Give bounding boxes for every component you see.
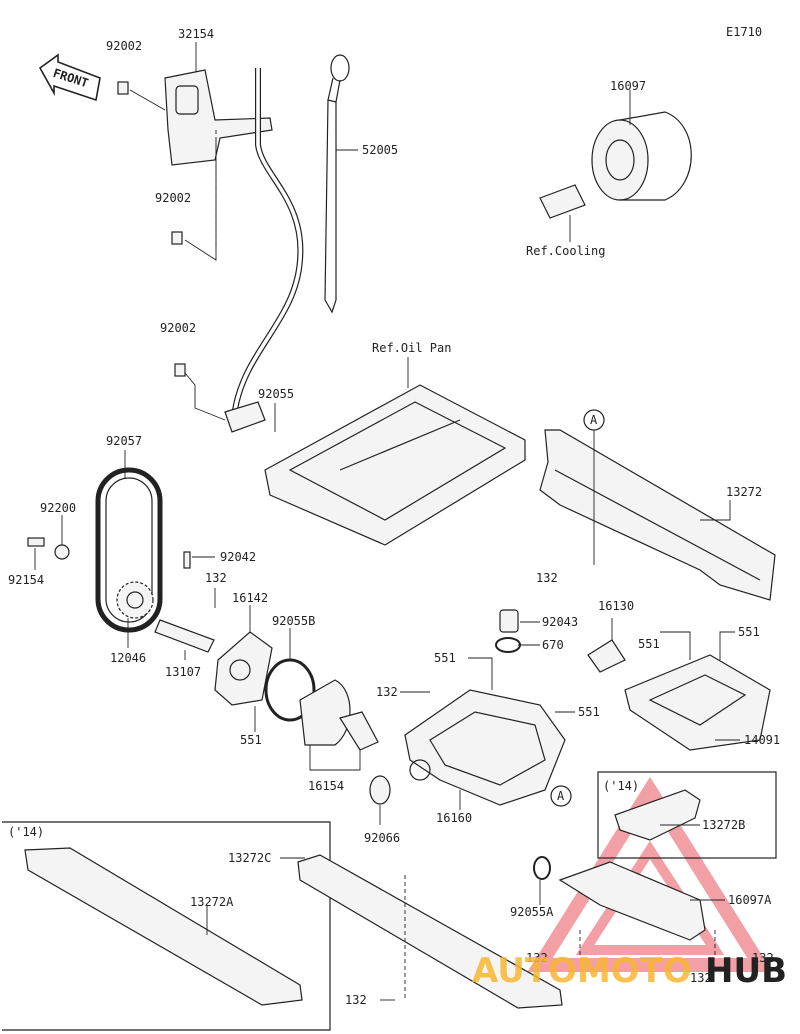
pump-body-16160 xyxy=(404,689,566,806)
label-92057: 92057 xyxy=(106,434,142,448)
baffle-plate-13272 xyxy=(539,429,776,601)
front-arrow-icon xyxy=(38,53,101,102)
dipstick-tube xyxy=(224,68,304,433)
label-16154: 16154 xyxy=(308,779,344,793)
label-92002: 92002 xyxy=(106,39,142,53)
label-13272B: 13272B xyxy=(702,818,745,832)
oil-pan xyxy=(264,384,526,546)
label-16097A: 16097A xyxy=(728,893,772,907)
label-12046: 12046 xyxy=(110,651,146,665)
label-92055A: 92055A xyxy=(510,905,554,919)
bolt-icon xyxy=(117,81,186,377)
label-14091: 14091 xyxy=(744,733,780,747)
label-92055: 92055 xyxy=(258,387,294,401)
label-13272: 13272 xyxy=(726,485,762,499)
diagram-code: E1710 xyxy=(726,25,762,39)
label-92200: 92200 xyxy=(40,501,76,515)
label-132: 132 xyxy=(376,685,398,699)
label-551: 551 xyxy=(738,625,760,639)
label-32154: 32154 xyxy=(178,27,214,41)
label-92002: 92002 xyxy=(160,321,196,335)
label-16097: 16097 xyxy=(610,79,646,93)
label-92055B: 92055B xyxy=(272,614,315,628)
rotor-16154 xyxy=(299,679,379,751)
pipe-16097A xyxy=(533,856,706,941)
label-16130: 16130 xyxy=(598,599,634,613)
label-year-note: ('14) xyxy=(8,825,44,839)
label-132: 132 xyxy=(536,571,558,585)
label-13272C: 13272C xyxy=(228,851,271,865)
sleeve-92043 xyxy=(499,609,519,633)
oring-670 xyxy=(495,637,521,653)
callout-a-circle xyxy=(550,785,572,807)
valve-16130 xyxy=(587,639,626,673)
label-year-note: ('14) xyxy=(603,779,639,793)
baffle-13272B-box xyxy=(597,771,777,859)
label-132: 132 xyxy=(345,993,367,1007)
label-132: 132 xyxy=(690,971,712,985)
label-13107: 13107 xyxy=(165,665,201,679)
label-670: 670 xyxy=(542,638,564,652)
bolt-92154 xyxy=(27,537,45,547)
leader-lines xyxy=(34,42,740,1001)
baffle-13272C xyxy=(297,854,563,1009)
chain-92057 xyxy=(95,467,163,633)
label-132: 132 xyxy=(752,951,774,965)
label-92066: 92066 xyxy=(364,831,400,845)
label-92154: 92154 xyxy=(8,573,44,587)
label-551: 551 xyxy=(578,705,600,719)
label-13272A: 13272A xyxy=(190,895,234,909)
label-551: 551 xyxy=(240,733,262,747)
label-16142: 16142 xyxy=(232,591,268,605)
pump-cover-16142 xyxy=(214,631,273,706)
label-ref-cooling: Ref.Cooling xyxy=(526,244,605,258)
strainer-92066 xyxy=(369,775,391,805)
bracket-32154 xyxy=(164,69,273,166)
watermark-text-part1: AUTOMOTO xyxy=(472,951,692,991)
label-132: 132 xyxy=(526,951,548,965)
sprocket-12046 xyxy=(116,581,154,619)
label-ref-oil-pan: Ref.Oil Pan xyxy=(372,341,451,355)
callout-a: A xyxy=(590,413,598,427)
label-92042: 92042 xyxy=(220,550,256,564)
oil-filter-16097 xyxy=(539,111,692,219)
label-16160: 16160 xyxy=(436,811,472,825)
shaft-13107 xyxy=(154,619,215,653)
pin-92042 xyxy=(183,551,191,569)
label-92043: 92043 xyxy=(542,615,578,629)
label-132: 132 xyxy=(205,571,227,585)
watermark-text-part2: HUB xyxy=(705,951,787,991)
label-551: 551 xyxy=(434,651,456,665)
washer-92200 xyxy=(54,544,70,560)
cover-14091 xyxy=(624,654,771,751)
label-52005: 52005 xyxy=(362,143,398,157)
callout-a: A xyxy=(557,789,565,803)
label-551: 551 xyxy=(638,637,660,651)
baffle-13272A-box xyxy=(2,821,331,1031)
dipstick-52005 xyxy=(324,54,350,314)
label-92002: 92002 xyxy=(155,191,191,205)
